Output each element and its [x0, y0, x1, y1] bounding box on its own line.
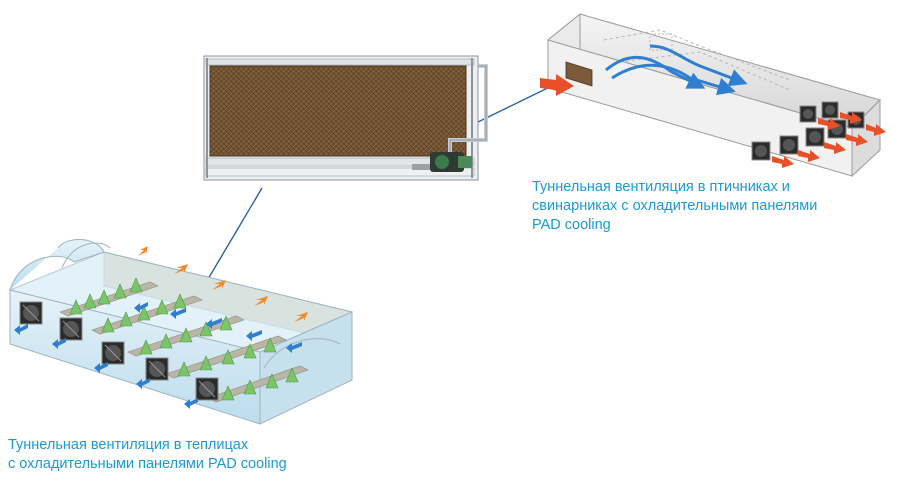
exhaust-fan-icon — [799, 105, 817, 123]
exhaust-fan-icon — [19, 301, 43, 325]
caption-barn: Туннельная вентиляция в птичниках и свин… — [532, 178, 817, 235]
caption-greenhouse: Туннельная вентиляция в теплицах с охлад… — [8, 436, 287, 474]
caption-barn-line2: свинарниках с охладительными панелями — [532, 198, 818, 214]
caption-greenhouse-line1: Туннельная вентиляция в теплицах — [8, 437, 249, 453]
plant-icon — [69, 277, 299, 401]
cooling-pad-unit — [203, 55, 488, 181]
caption-greenhouse-line2: с охладительными панелями PAD cooling — [8, 456, 287, 472]
exhaust-fan-icon — [145, 357, 169, 381]
exhaust-fan-icon — [805, 127, 825, 147]
exhaust-fan-icon — [101, 341, 125, 365]
exhaust-fan-icon — [751, 141, 771, 161]
exhaust-fan-icon — [779, 135, 799, 155]
caption-barn-line3: PAD cooling — [532, 217, 611, 233]
air-flow-arrow-icon — [14, 302, 302, 409]
exhaust-fan-icon — [821, 101, 839, 119]
air-flow-arrow-icon — [772, 112, 886, 168]
barn-illustration — [540, 12, 886, 178]
air-flow-arrow-icon — [540, 74, 574, 96]
exhaust-fan-icon — [195, 377, 219, 401]
greenhouse-illustration — [8, 239, 354, 425]
exhaust-fan-icon — [59, 317, 83, 341]
caption-barn-line1: Туннельная вентиляция в птичниках и — [532, 179, 790, 195]
pump-icon — [412, 152, 472, 172]
air-flow-arrow-icon — [138, 246, 308, 322]
